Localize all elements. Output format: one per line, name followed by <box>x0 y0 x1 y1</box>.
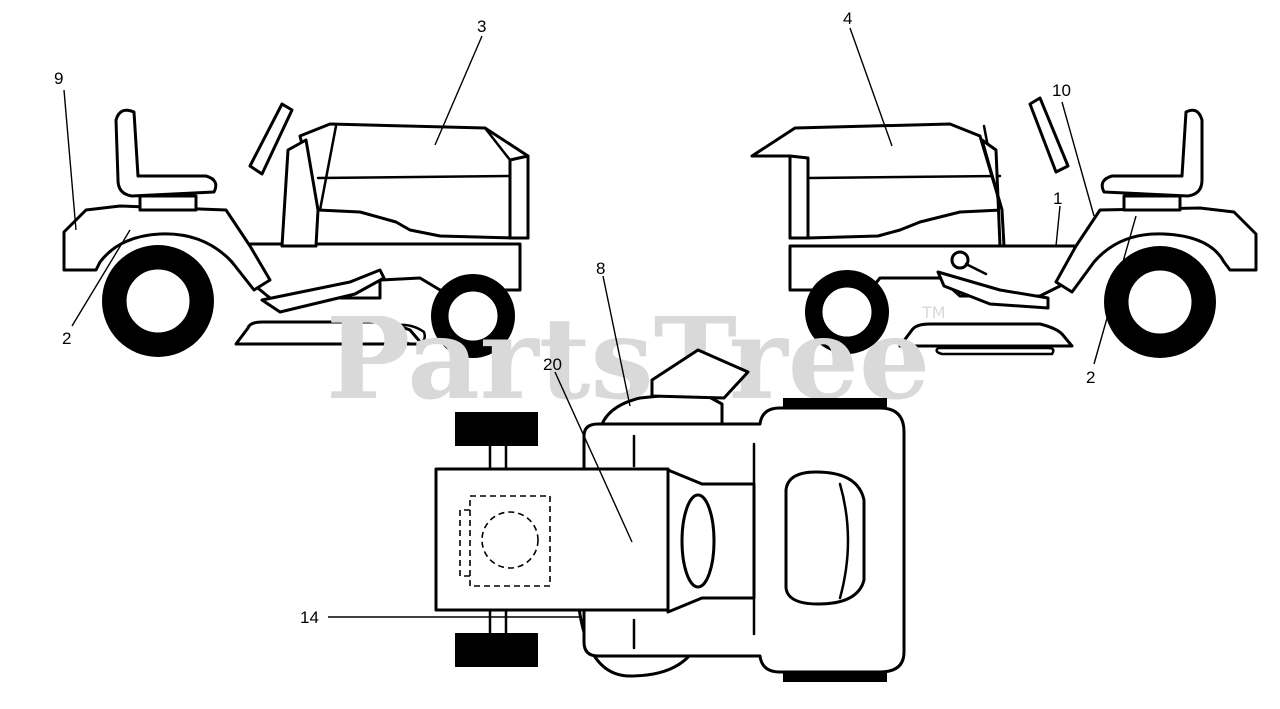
watermark-trademark: TM <box>921 303 946 322</box>
callout-10: 10 <box>1052 81 1071 100</box>
callout-labels: 9 2 3 4 10 1 2 8 20 14 <box>54 9 1095 627</box>
callout-14: 14 <box>300 608 319 627</box>
callout-3: 3 <box>477 17 486 36</box>
tractor-left-side-view <box>62 102 530 358</box>
tractor-top-view <box>434 348 906 682</box>
callout-4: 4 <box>843 9 852 28</box>
callout-8: 8 <box>596 259 605 278</box>
callout-2-right: 2 <box>1086 368 1095 387</box>
leader-lines <box>63 27 1137 618</box>
tractor-right-side-view <box>750 96 1258 358</box>
callout-9: 9 <box>54 69 63 88</box>
callout-2: 2 <box>62 329 71 348</box>
callout-20: 20 <box>543 355 562 374</box>
callout-1: 1 <box>1053 189 1062 208</box>
